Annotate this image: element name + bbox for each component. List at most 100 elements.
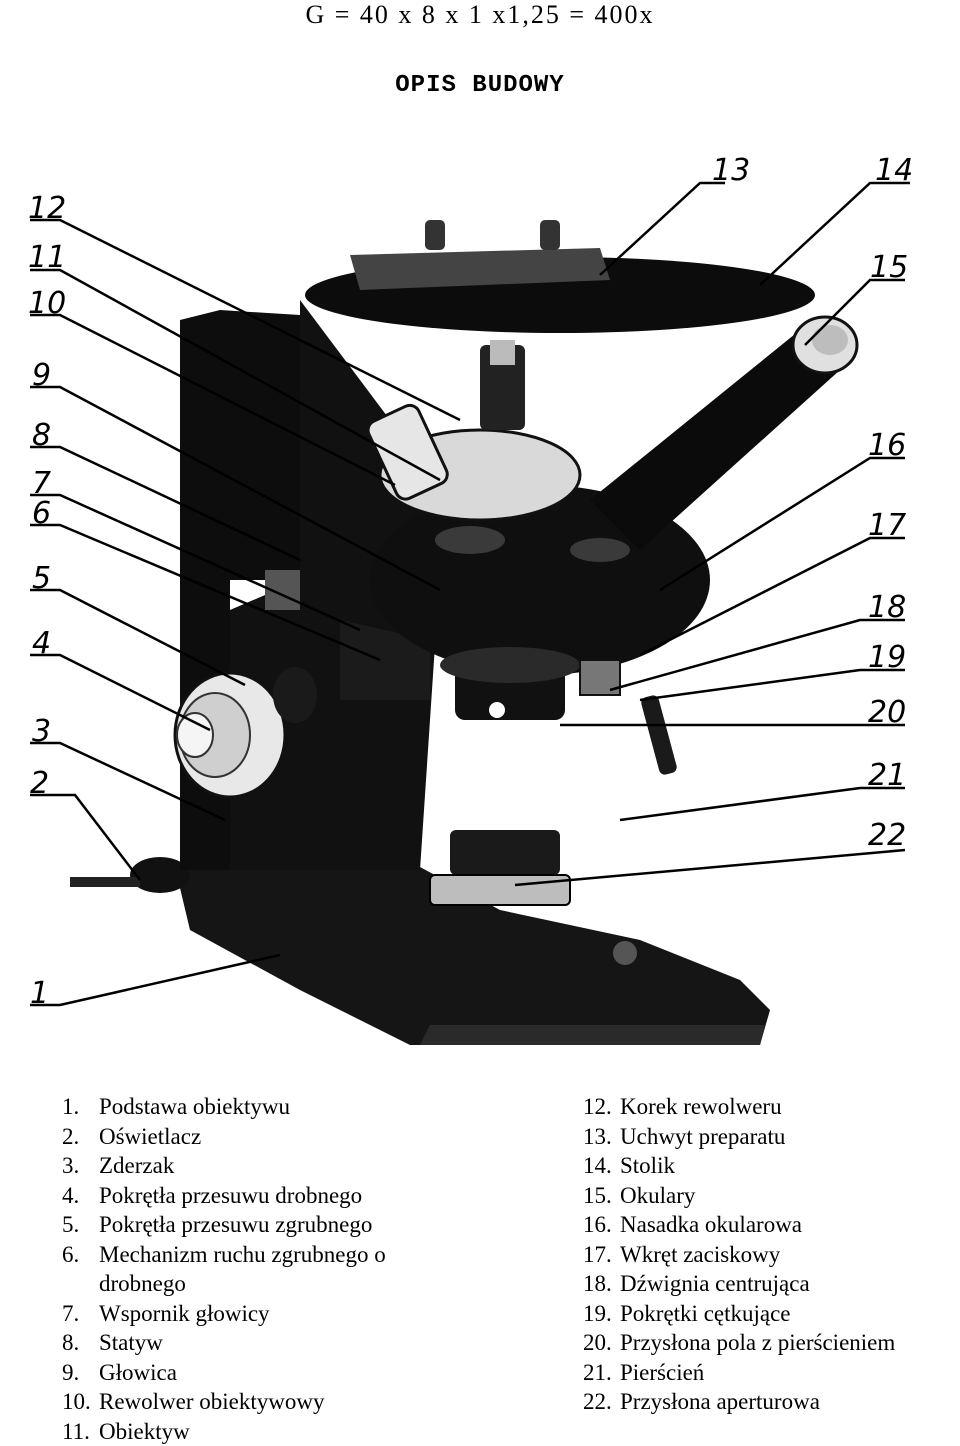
callout-11: 11 xyxy=(28,240,66,275)
legend-number: 12. xyxy=(583,1094,612,1119)
magnification-formula: G = 40 x 8 x 1 x1,25 = 400x xyxy=(305,0,655,29)
microscope-diagram: 1 2 3 4 5 6 7 8 9 10 11 12 13 14 15 16 1… xyxy=(28,153,913,1045)
leader-line-11 xyxy=(30,268,441,482)
legend-number: 22. xyxy=(583,1389,612,1414)
legend-number: 11. xyxy=(62,1418,90,1444)
legend-number: 15. xyxy=(583,1182,612,1208)
legend-number: 1. xyxy=(62,1094,80,1119)
legend-number: 4. xyxy=(62,1182,80,1208)
leader-line-22 xyxy=(514,848,906,887)
legend-number: 5. xyxy=(62,1212,80,1237)
callout-18: 18 xyxy=(868,590,906,625)
leader-line-16 xyxy=(659,456,905,592)
callout-16: 16 xyxy=(868,428,906,463)
leader-line-9 xyxy=(30,385,441,592)
leader-line-7 xyxy=(30,493,361,632)
callout-21: 21 xyxy=(868,758,906,793)
legend-number: 18. xyxy=(583,1271,612,1296)
callout-12: 12 xyxy=(28,191,66,226)
legend-number: 10. xyxy=(62,1389,91,1414)
callout-6: 6 xyxy=(32,496,51,531)
leader-line-14 xyxy=(759,181,910,286)
legend-right: 12. Korek rewolweru 13.Uchwyt preparatu 1… xyxy=(583,1092,960,1417)
callout-9: 9 xyxy=(32,358,51,393)
legend-number: 7. xyxy=(62,1300,80,1326)
legend-text: Pokrętła przesuwu drobnego xyxy=(99,1182,363,1208)
legend-text: Statyw xyxy=(99,1330,163,1355)
legend-item: 12. Korek rewolweru xyxy=(583,1092,960,1122)
legend-item: 19.Pokrętki cętkujące xyxy=(583,1299,960,1329)
legend-text: Obiektyw xyxy=(99,1418,190,1444)
leader-line-10 xyxy=(30,313,396,487)
callout-5: 5 xyxy=(32,561,51,596)
legend-item: 2. Oświetlacz xyxy=(62,1122,482,1152)
legend-number: 9. xyxy=(62,1359,80,1385)
leader-line-19 xyxy=(639,668,905,702)
legend-text: Dźwignia centrująca xyxy=(620,1271,810,1296)
legend-text: Korek rewolweru xyxy=(620,1094,782,1119)
legend-number: 14. xyxy=(583,1153,612,1178)
legend-text: Pierścień xyxy=(620,1359,705,1385)
legend-item: 8. Statyw xyxy=(62,1328,482,1358)
legend-text: Mechanizm ruchu zgrubnego o drobnego xyxy=(99,1241,386,1297)
legend-number: 8. xyxy=(62,1330,80,1355)
legend-item: 9.Głowica xyxy=(62,1358,482,1388)
callout-14: 14 xyxy=(875,153,913,188)
leader-line-8 xyxy=(30,445,301,562)
leader-line-5 xyxy=(30,588,246,687)
legend-text: Zderzak xyxy=(99,1153,175,1178)
legend-item: 20. Przysłona pola z pierścieniem xyxy=(583,1328,960,1358)
leader-line-2 xyxy=(30,793,141,881)
leader-line-17 xyxy=(639,536,905,657)
callout-13: 13 xyxy=(712,153,750,188)
legend-text: Wspornik głowicy xyxy=(99,1300,270,1326)
legend-text: Rewolwer obiektywowy xyxy=(99,1389,325,1414)
callout-22: 22 xyxy=(868,818,906,853)
legend-text: Nasadka okularowa xyxy=(620,1212,803,1237)
leader-line-13 xyxy=(599,181,725,276)
legend-item: 16. Nasadka okularowa xyxy=(583,1210,960,1240)
legend-text: Przysłona aperturowa xyxy=(620,1389,820,1414)
legend-item: 18. Dźwignia centrująca xyxy=(583,1269,960,1299)
callout-8: 8 xyxy=(32,418,51,453)
leader-line-18 xyxy=(609,618,905,692)
legend-item: 5. Pokrętła przesuwu zgrubnego xyxy=(62,1210,482,1240)
leader-lines xyxy=(30,181,910,1007)
legend-text: Pokrętła przesuwu zgrubnego xyxy=(99,1212,373,1237)
legend-text: Stolik xyxy=(620,1153,675,1178)
leader-line-6 xyxy=(30,523,381,662)
legend-item: 13.Uchwyt preparatu xyxy=(583,1122,960,1152)
callout-15: 15 xyxy=(870,250,908,285)
legend-number: 20. xyxy=(583,1330,612,1355)
leader-line-1 xyxy=(30,953,281,1007)
callout-17: 17 xyxy=(868,508,906,543)
callout-10: 10 xyxy=(28,286,66,321)
legend-item: 6.Mechanizm ruchu zgrubnego o drobnego xyxy=(62,1240,482,1299)
microscope-illustration xyxy=(70,220,859,1045)
legend-item: 4. Pokrętła przesuwu drobnego xyxy=(62,1181,482,1211)
callout-4: 4 xyxy=(32,626,51,661)
legend-number: 16. xyxy=(583,1212,612,1237)
legend-left: 1.Podstawa obiektywu 2. Oświetlacz 3. Zder… xyxy=(62,1092,482,1446)
legend-number: 2. xyxy=(62,1123,80,1149)
legend-item: 11. Obiektyw xyxy=(62,1417,482,1446)
legend-number: 21. xyxy=(583,1359,612,1385)
leader-line-15 xyxy=(804,278,905,346)
legend-item: 3. Zderzak xyxy=(62,1151,482,1181)
legend-number: 3. xyxy=(62,1153,80,1178)
legend-text: Przysłona pola z pierścieniem xyxy=(620,1330,896,1355)
legend-item: 14. Stolik xyxy=(583,1151,960,1181)
legend-item: 17.Wkręt zaciskowy xyxy=(583,1240,960,1270)
legend-item: 7. Wspornik głowicy xyxy=(62,1299,482,1329)
legend-text: Uchwyt preparatu xyxy=(620,1123,786,1149)
legend-item: 10. Rewolwer obiektywowy xyxy=(62,1387,482,1417)
callout-1: 1 xyxy=(30,976,49,1011)
callout-7: 7 xyxy=(32,466,51,501)
callout-20: 20 xyxy=(868,695,906,730)
legend-text: Wkręt zaciskowy xyxy=(620,1241,781,1267)
leader-line-3 xyxy=(30,741,226,822)
legend-item: 1.Podstawa obiektywu xyxy=(62,1092,482,1122)
legend-item: 15.Okulary xyxy=(583,1181,960,1211)
callout-19: 19 xyxy=(868,640,906,675)
legend-text: Oświetlacz xyxy=(99,1123,202,1149)
